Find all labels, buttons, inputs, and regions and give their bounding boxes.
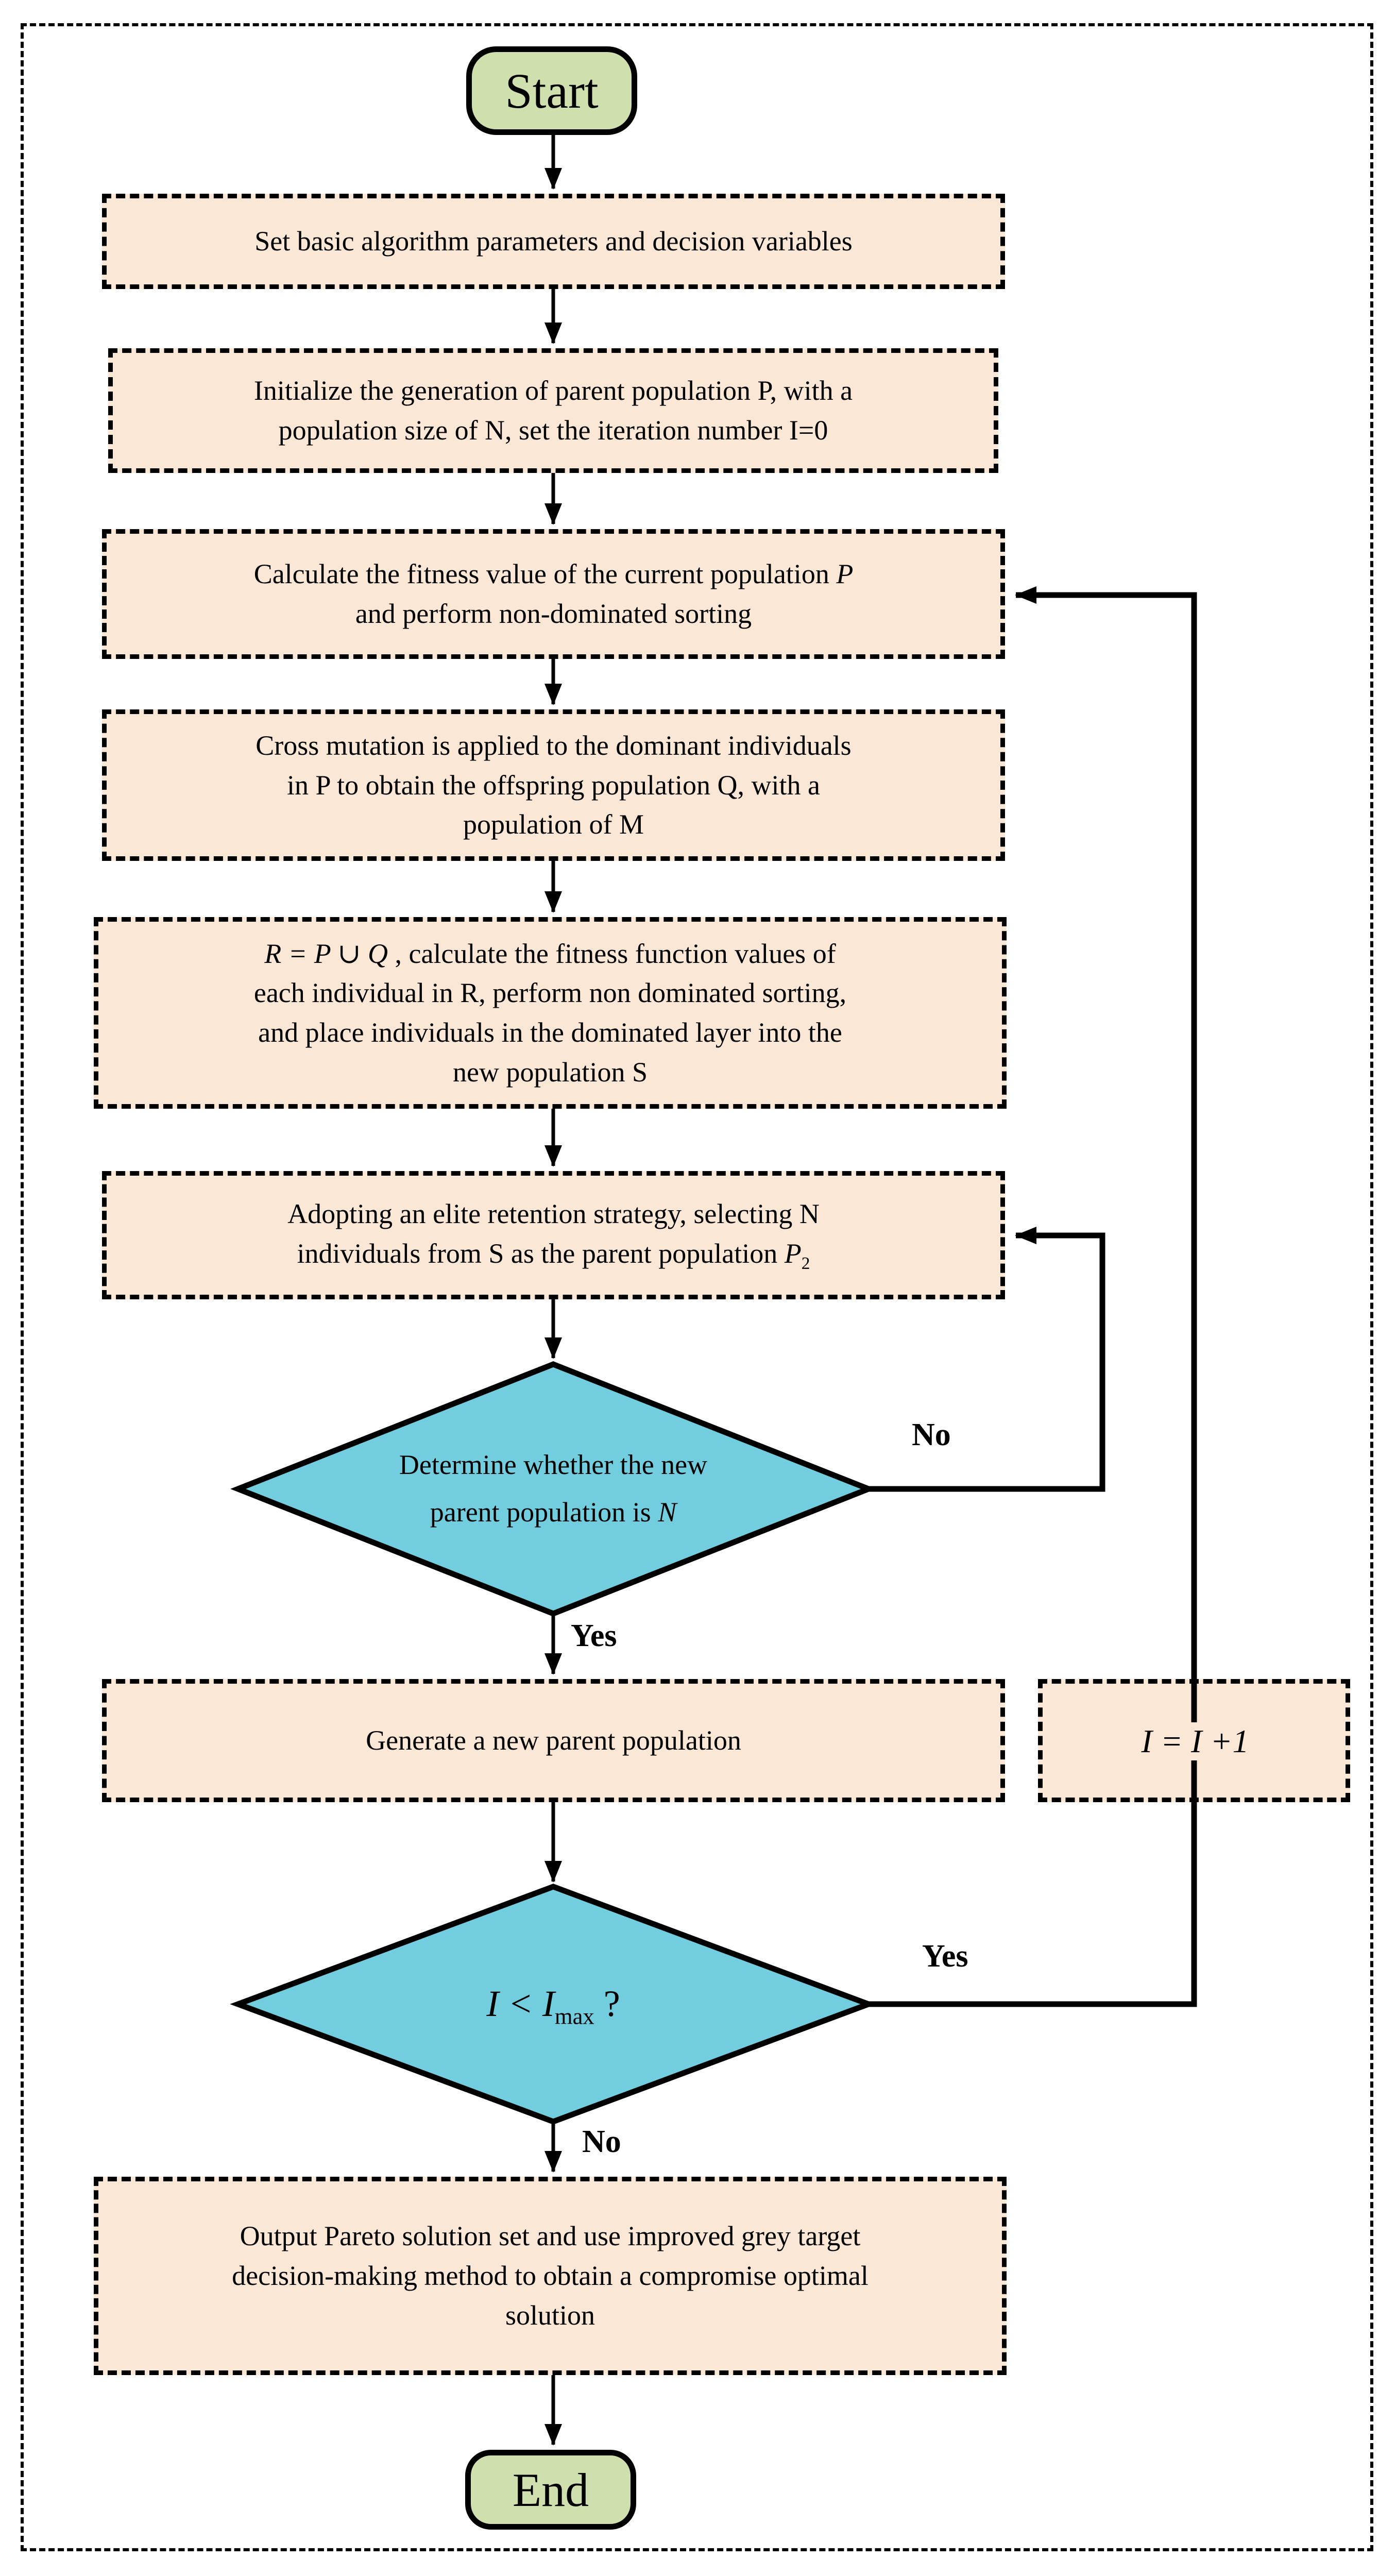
process-box-merge-populations-text: R = P ∪ Q , calculate the fitness functi… bbox=[253, 938, 847, 1088]
process-box-set-parameters-text: Set basic algorithm parameters and decis… bbox=[254, 226, 853, 257]
process-box-initialize-population-text: Initialize the generation of parent popu… bbox=[253, 375, 853, 446]
outer-dashed-border bbox=[21, 23, 1373, 2551]
process-box-output-pareto: Output Pareto solution set and use impro… bbox=[94, 2177, 1007, 2375]
process-box-elite-retention: Adopting an elite retention strategy, se… bbox=[102, 1171, 1005, 1299]
process-box-generate-population: Generate a new parent population bbox=[102, 1679, 1005, 1802]
process-box-output-pareto-text: Output Pareto solution set and use impro… bbox=[232, 2221, 869, 2331]
process-box-initialize-population: Initialize the generation of parent popu… bbox=[108, 348, 998, 473]
process-box-cross-mutation: Cross mutation is applied to the dominan… bbox=[102, 709, 1005, 861]
edge-label-yes-decision1: Yes bbox=[571, 1618, 617, 1653]
decision1-text: Determine whether the new parent populat… bbox=[399, 1449, 708, 1528]
decision2-text: I < Imax ? bbox=[486, 1982, 620, 2029]
start-node: Start bbox=[466, 46, 637, 135]
process-box-generate-population-text: Generate a new parent population bbox=[366, 1725, 741, 1756]
process-box-elite-retention-text: Adopting an elite retention strategy, se… bbox=[287, 1198, 820, 1273]
end-label: End bbox=[512, 2463, 589, 2516]
edge-label-yes-decision2: Yes bbox=[922, 1939, 968, 1974]
process-box-set-parameters: Set basic algorithm parameters and decis… bbox=[102, 194, 1005, 289]
process-box-merge-populations: R = P ∪ Q , calculate the fitness functi… bbox=[94, 917, 1007, 1109]
process-box-iteration-increment bbox=[1038, 1679, 1350, 1802]
end-node: End bbox=[465, 2450, 636, 2530]
start-label: Start bbox=[505, 63, 599, 118]
process-box-calculate-fitness-text: Calculate the fitness value of the curre… bbox=[253, 558, 854, 629]
edge-label-no-decision1: No bbox=[912, 1417, 951, 1452]
process-box-cross-mutation-text: Cross mutation is applied to the dominan… bbox=[256, 730, 852, 840]
edge-label-no-decision2: No bbox=[582, 2124, 621, 2159]
process-box-calculate-fitness: Calculate the fitness value of the curre… bbox=[102, 529, 1005, 659]
